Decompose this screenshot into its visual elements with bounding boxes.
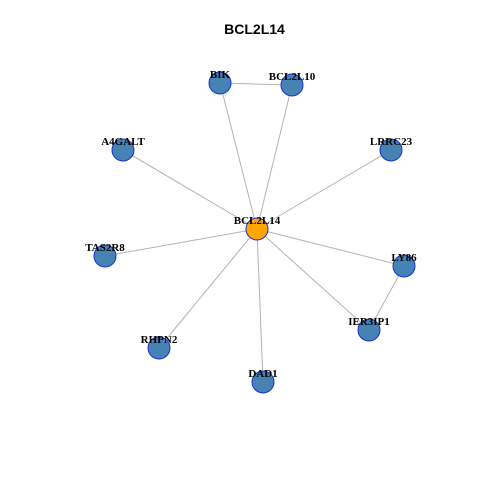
node-label-bik: BIK xyxy=(210,69,231,81)
graph-title: BCL2L14 xyxy=(224,21,285,37)
edge-bcl2l14-ier3ip1 xyxy=(256,228,370,331)
node-label-bcl2l10: BCL2L10 xyxy=(269,71,316,83)
node-rhpn2[interactable] xyxy=(147,336,171,360)
node-label-tas2r8: TAS2R8 xyxy=(85,242,125,254)
node-ier3ip1[interactable] xyxy=(357,318,381,342)
edge-bcl2l14-dad1 xyxy=(256,228,264,383)
node-label-lrrc23: LRRC23 xyxy=(370,136,413,148)
nodes-layer xyxy=(93,71,416,394)
edge-bcl2l14-bik xyxy=(219,82,258,230)
edge-bcl2l14-a4galt xyxy=(122,149,258,230)
edge-bcl2l14-rhpn2 xyxy=(158,228,258,349)
edge-bcl2l14-bcl2l10 xyxy=(256,84,293,230)
node-tas2r8[interactable] xyxy=(93,244,117,268)
node-label-rhpn2: RHPN2 xyxy=(141,334,178,346)
node-bcl2l14[interactable] xyxy=(245,217,269,241)
node-bik[interactable] xyxy=(208,71,232,95)
edge-bcl2l14-lrrc23 xyxy=(256,149,392,230)
node-lrrc23[interactable] xyxy=(379,138,403,162)
edge-bcl2l14-tas2r8 xyxy=(104,228,258,257)
node-label-ly86: LY86 xyxy=(391,252,417,264)
edge-bcl2l14-ly86 xyxy=(256,228,405,267)
node-bcl2l10[interactable] xyxy=(280,73,304,97)
node-label-dad1: DAD1 xyxy=(248,368,277,380)
node-label-ier3ip1: IER3IP1 xyxy=(348,316,390,328)
node-label-bcl2l14: BCL2L14 xyxy=(234,215,281,227)
edge-bik-bcl2l10 xyxy=(219,82,293,86)
node-ly86[interactable] xyxy=(392,254,416,278)
edges-layer xyxy=(104,82,405,383)
edge-ly86-ier3ip1 xyxy=(368,265,405,331)
node-dad1[interactable] xyxy=(251,370,275,394)
node-a4galt[interactable] xyxy=(111,138,135,162)
node-label-a4galt: A4GALT xyxy=(101,136,145,148)
